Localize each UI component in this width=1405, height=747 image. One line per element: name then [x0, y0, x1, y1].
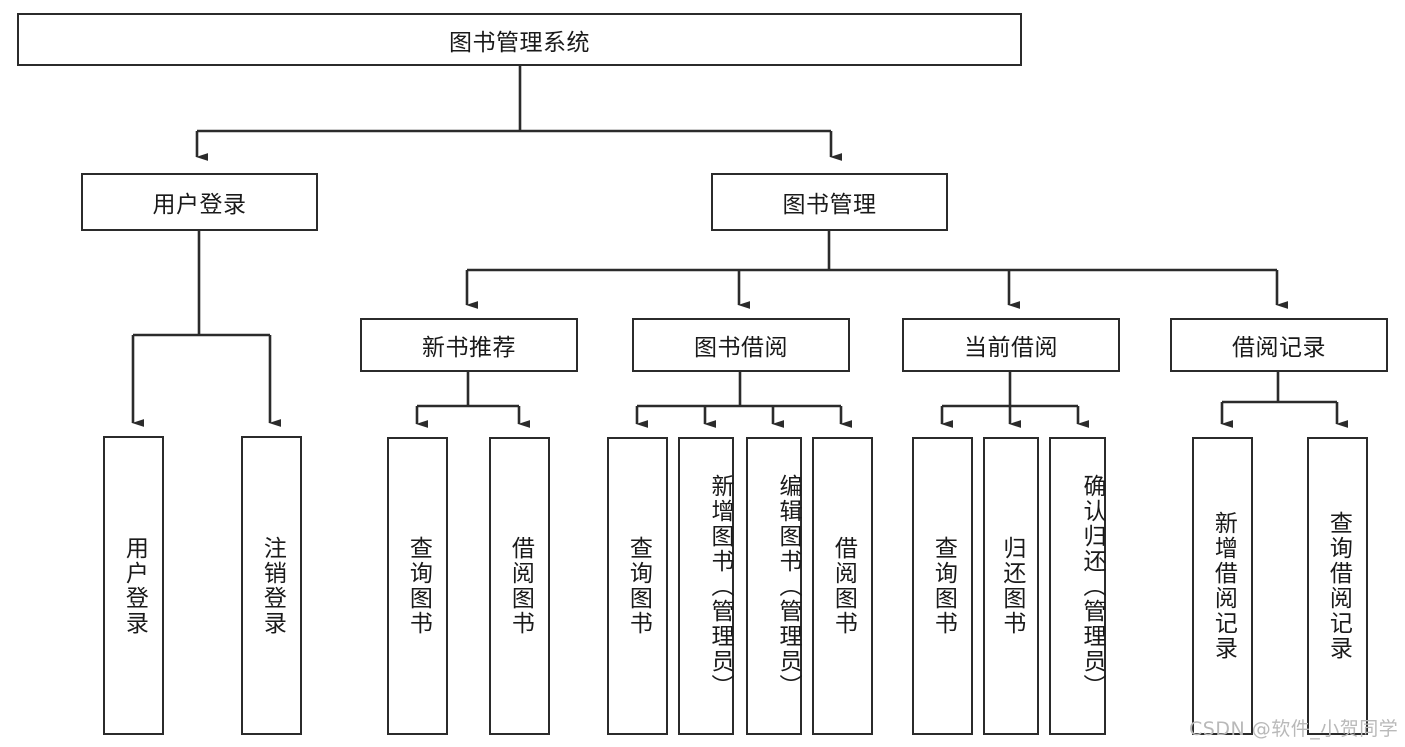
leaf-add-book-admin[interactable]: 新增图书（管理员） [678, 437, 734, 735]
leaf-borrow-book-new[interactable]: 借阅图书 [489, 437, 550, 735]
node-new-book-recommend[interactable]: 新书推荐 [360, 318, 578, 372]
node-book-management-label: 图书管理 [782, 192, 877, 218]
leaf-query-borrow-record[interactable]: 查询借阅记录 [1307, 437, 1368, 735]
leaf-query-book-new[interactable]: 查询图书 [387, 437, 448, 735]
leaf-borrow-book-borrow[interactable]: 借阅图书 [812, 437, 873, 735]
node-borrow-record[interactable]: 借阅记录 [1170, 318, 1388, 372]
node-book-management[interactable]: 图书管理 [711, 173, 948, 231]
node-root[interactable]: 图书管理系统 [17, 13, 1022, 66]
leaf-add-book-admin-label: 新增图书（管理员） [707, 473, 733, 699]
leaf-return-book-label: 归还图书 [998, 536, 1025, 636]
leaf-logout-label: 注销登录 [259, 535, 286, 636]
leaf-add-borrow-record[interactable]: 新增借阅记录 [1192, 437, 1253, 735]
node-current-borrow-label: 当前借阅 [964, 335, 1058, 361]
node-new-book-recommend-label: 新书推荐 [422, 335, 516, 361]
leaf-borrow-book-new-label: 借阅图书 [507, 536, 534, 636]
leaf-user-login-label: 用户登录 [121, 535, 148, 636]
leaf-query-book-borrow[interactable]: 查询图书 [607, 437, 668, 735]
node-book-borrow[interactable]: 图书借阅 [632, 318, 850, 372]
leaf-query-book-current-label: 查询图书 [930, 536, 957, 636]
node-user-login[interactable]: 用户登录 [81, 173, 318, 231]
leaf-user-login[interactable]: 用户登录 [103, 436, 164, 735]
leaf-confirm-return-admin-label: 确认归还（管理员） [1079, 473, 1105, 699]
leaf-query-book-current[interactable]: 查询图书 [912, 437, 973, 735]
leaf-query-book-new-label: 查询图书 [405, 536, 432, 636]
leaf-confirm-return-admin[interactable]: 确认归还（管理员） [1049, 437, 1106, 735]
node-user-login-label: 用户登录 [152, 192, 247, 218]
leaf-borrow-book-borrow-label: 借阅图书 [830, 536, 857, 636]
node-current-borrow[interactable]: 当前借阅 [902, 318, 1120, 372]
leaf-return-book[interactable]: 归还图书 [983, 437, 1039, 735]
leaf-edit-book-admin-label: 编辑图书（管理员） [775, 473, 801, 699]
watermark: CSDN @软件_小贺同学 [1189, 718, 1399, 740]
leaf-query-book-borrow-label: 查询图书 [625, 536, 652, 636]
leaf-add-borrow-record-label: 新增借阅记录 [1210, 511, 1237, 661]
node-book-borrow-label: 图书借阅 [694, 335, 788, 361]
node-root-label: 图书管理系统 [449, 29, 590, 56]
leaf-logout[interactable]: 注销登录 [241, 436, 302, 735]
node-borrow-record-label: 借阅记录 [1232, 335, 1326, 361]
leaf-edit-book-admin[interactable]: 编辑图书（管理员） [746, 437, 802, 735]
leaf-query-borrow-record-label: 查询借阅记录 [1325, 511, 1352, 661]
